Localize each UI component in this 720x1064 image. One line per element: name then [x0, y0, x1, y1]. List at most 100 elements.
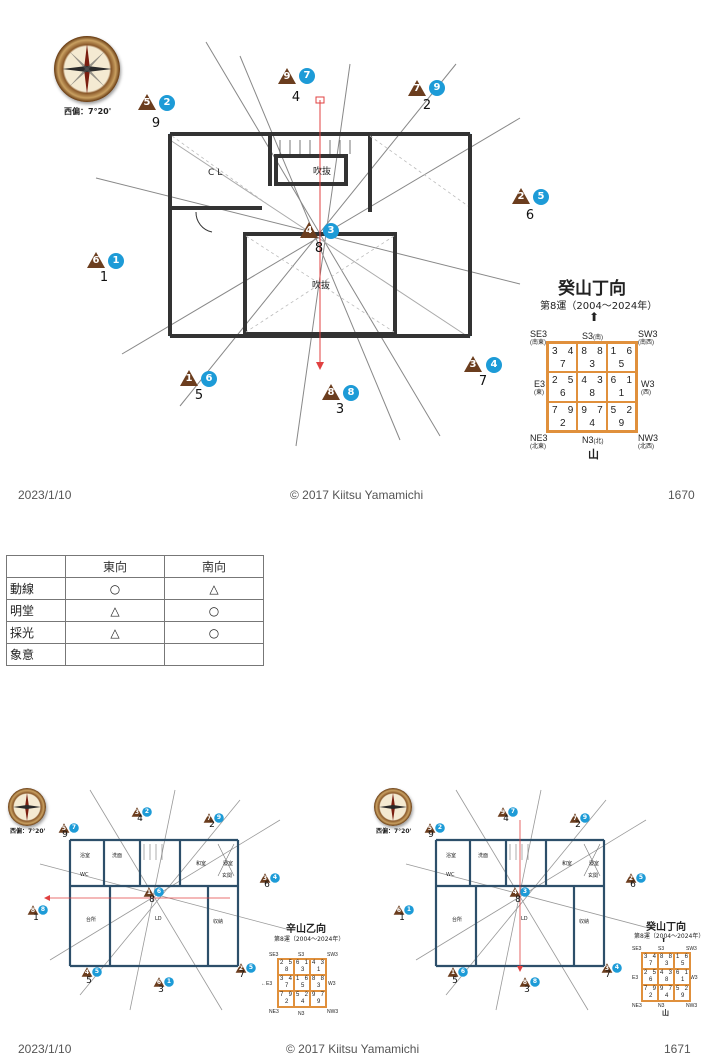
marker-triangle: 2 — [625, 873, 637, 883]
marker-triangle: 1 — [447, 967, 459, 977]
marker-triangle: 1 — [180, 370, 198, 386]
marker-circle: 2 — [435, 823, 445, 833]
marker-number: 3 — [524, 985, 530, 995]
chart-title: 癸山丁向 — [646, 922, 686, 933]
compass-icon — [8, 788, 46, 826]
marker-circle: 3 — [520, 887, 530, 897]
marker-triangle: 5 — [424, 823, 436, 833]
table-row: 採光 △ ○ — [6, 621, 264, 644]
floor-plan-2-left — [39, 789, 291, 1011]
room-label: 玄関 — [222, 873, 233, 879]
marker-triangle: 3 — [601, 963, 613, 973]
marker-triangle: 6 — [393, 905, 405, 915]
marker-number: 1 — [33, 913, 39, 923]
footer-copyright: © 2017 Kiitsu Yamamichi — [286, 1042, 420, 1056]
grid-label-se: SE3 — [632, 946, 642, 952]
marker-number: 2 — [209, 820, 215, 830]
room-label: WC — [446, 872, 455, 878]
table-cell: ○ — [65, 577, 165, 600]
grid-label-nw: NW3 — [327, 1009, 339, 1015]
compass-icon — [374, 788, 412, 826]
marker-triangle: 3 — [464, 356, 482, 372]
marker-circle: 7 — [69, 823, 79, 833]
grid-label-n: N3(北) — [582, 435, 604, 446]
room-label: LD — [155, 916, 162, 922]
grid-label-e: E3 — [632, 975, 639, 981]
grid-label-s: S3 — [298, 952, 305, 958]
marker-number: 2 — [422, 98, 432, 113]
table-cell: 動線 — [6, 577, 66, 600]
marker-triangle: 4 — [81, 967, 93, 977]
marker-circle: 6 — [154, 887, 164, 897]
room-label: 洗面 — [478, 853, 489, 859]
marker-circle: 4 — [612, 963, 622, 973]
marker-triangle: 7 — [203, 813, 215, 823]
marker-circle: 2 — [159, 95, 175, 111]
grid-label-sw: SW3 — [686, 946, 697, 952]
marker-circle: 5 — [246, 963, 256, 973]
marker-number: 9 — [62, 830, 68, 840]
grid-label-w: W3(西) — [641, 379, 655, 397]
marker-number: 1 — [399, 913, 405, 923]
marker-number: 4 — [503, 814, 509, 824]
chart-title: 辛山乙向 — [286, 924, 326, 935]
room-label: 和室 — [196, 861, 207, 867]
room-label-cl: CL — [208, 168, 226, 178]
marker-circle: 5 — [92, 967, 102, 977]
marker-circle: 6 — [201, 371, 217, 387]
grid-label-s: S3 — [658, 946, 665, 952]
marker-triangle: 8 — [27, 905, 39, 915]
footer-date: 2023/1/10 — [18, 488, 72, 502]
marker-circle: 5 — [636, 873, 646, 883]
room-label: 玄関 — [588, 873, 599, 879]
table-cell — [164, 643, 264, 666]
table-cell: △ — [65, 599, 165, 622]
room-label: 収納 — [213, 919, 224, 925]
marker-number: 5 — [86, 976, 92, 986]
grid-label-nw: NW3(北西) — [638, 433, 658, 451]
declination-label: 西偏：7°20' — [64, 107, 112, 116]
grid-label-mountain: 山 — [662, 1009, 669, 1017]
table-header-row: 東向 南向 — [6, 555, 264, 578]
table-cell: ○ — [164, 621, 264, 644]
room-label: 寝室 — [223, 861, 234, 867]
table-cell — [65, 643, 165, 666]
marker-circle: 1 — [404, 905, 414, 915]
table-cell: △ — [164, 577, 264, 600]
marker-number: 8 — [149, 895, 155, 905]
grid-label-n: N3 — [298, 1011, 305, 1017]
marker-triangle: 6 — [87, 252, 105, 268]
floor-plan-2-right — [405, 789, 657, 1011]
marker-circle: 8 — [343, 385, 359, 401]
footer-page-number: 1671 — [664, 1042, 691, 1056]
marker-circle: 1 — [108, 253, 124, 269]
room-label: 和室 — [562, 861, 573, 867]
grid-label-sw: SW3(南西) — [638, 329, 658, 347]
marker-triangle: 6 — [153, 977, 165, 987]
marker-number: 9 — [428, 830, 434, 840]
marker-triangle: 8 — [322, 384, 340, 400]
table-cell: 採光 — [6, 621, 66, 644]
table-cell: 明堂 — [6, 599, 66, 622]
marker-triangle: 3 — [131, 807, 143, 817]
marker-circle: 4 — [270, 873, 280, 883]
chart-subtitle: 第8運（2004～2024年） — [540, 301, 658, 312]
table-row: 動線 ○ △ — [6, 577, 264, 600]
marker-circle: 4 — [486, 357, 502, 373]
